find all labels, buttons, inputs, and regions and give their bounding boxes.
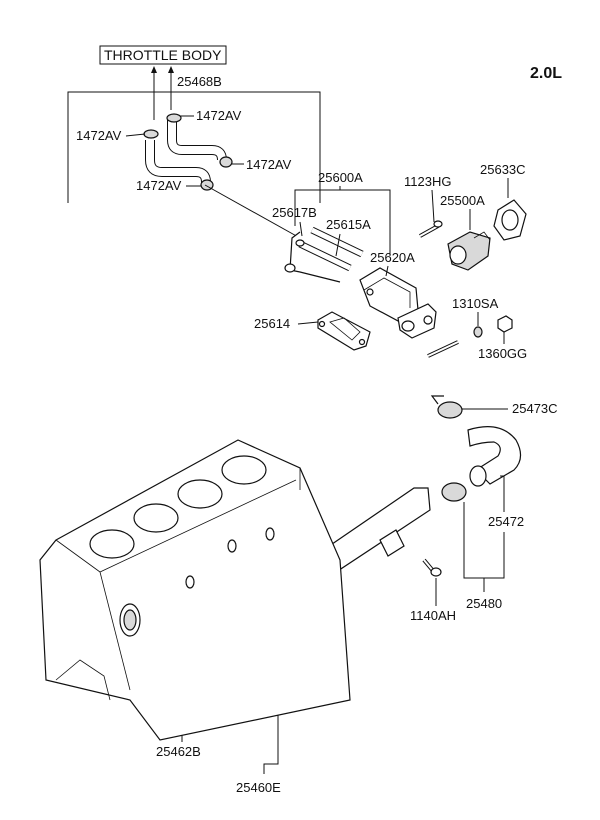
label-25480: 25480 xyxy=(466,596,502,611)
leader-25620A xyxy=(385,265,389,277)
hose-group-bracket xyxy=(67,91,321,203)
washer-icon xyxy=(473,326,483,338)
arrow-head-right xyxy=(168,66,174,73)
label-1472AV-a: 1472AV xyxy=(196,108,242,123)
hose-upper-fill xyxy=(168,118,226,161)
thermostat-housing-icon xyxy=(359,267,437,339)
coolant-hose-icon xyxy=(467,426,522,487)
arrow-head-left xyxy=(151,66,157,73)
nut-icon xyxy=(497,315,513,333)
stud-bolt-icon xyxy=(427,340,459,358)
hose-clamp-icon xyxy=(143,113,233,191)
label-1123HG: 1123HG xyxy=(404,174,451,189)
label-1360GG: 1360GG xyxy=(478,346,527,361)
label-25633C: 25633C xyxy=(480,162,526,177)
label-25473C: 25473C xyxy=(512,401,558,416)
label-25500A: 25500A xyxy=(440,193,485,208)
bolt-icon xyxy=(419,220,443,238)
water-pump-icon xyxy=(447,231,491,271)
leader-25617B xyxy=(299,221,303,237)
leader-1472AV-b xyxy=(125,133,146,137)
label-25617B: 25617B xyxy=(272,205,317,220)
label-25615A: 25615A xyxy=(326,217,371,232)
label-25472: 25472 xyxy=(488,514,524,529)
throttle-body-label: THROTTLE BODY xyxy=(104,47,222,63)
leader-1123HG xyxy=(431,189,435,223)
leader-25614 xyxy=(297,321,319,325)
pump-gasket-icon xyxy=(493,199,527,241)
hose-lower-fill xyxy=(146,140,210,186)
label-1472AV-b: 1472AV xyxy=(76,128,122,143)
housing-group-bracket xyxy=(294,189,391,256)
label-25468B: 25468B xyxy=(177,74,222,89)
pipe-clamp-icon xyxy=(441,482,467,502)
flange-bolt-icon xyxy=(422,558,442,577)
engine-variant-label: 2.0L xyxy=(530,65,562,82)
label-1310SA: 1310SA xyxy=(452,296,499,311)
label-25620A: 25620A xyxy=(370,250,415,265)
label-1472AV-d: 1472AV xyxy=(136,178,182,193)
connection-line xyxy=(204,184,301,239)
engine-block-icon xyxy=(39,439,351,741)
label-25462B: 25462B xyxy=(156,744,201,759)
hose-clamp-large-icon xyxy=(430,395,463,419)
label-25460E: 25460E xyxy=(236,780,281,795)
throttle-body-box xyxy=(99,45,227,65)
bypass-pipe-icon xyxy=(284,226,364,283)
leader-25615A xyxy=(335,233,341,257)
label-1472AV-c: 1472AV xyxy=(246,157,292,172)
gasket-icon xyxy=(317,311,371,351)
label-1140AH: 1140AH xyxy=(410,608,456,623)
label-25600A: 25600A xyxy=(318,170,363,185)
label-25614: 25614 xyxy=(254,316,290,331)
